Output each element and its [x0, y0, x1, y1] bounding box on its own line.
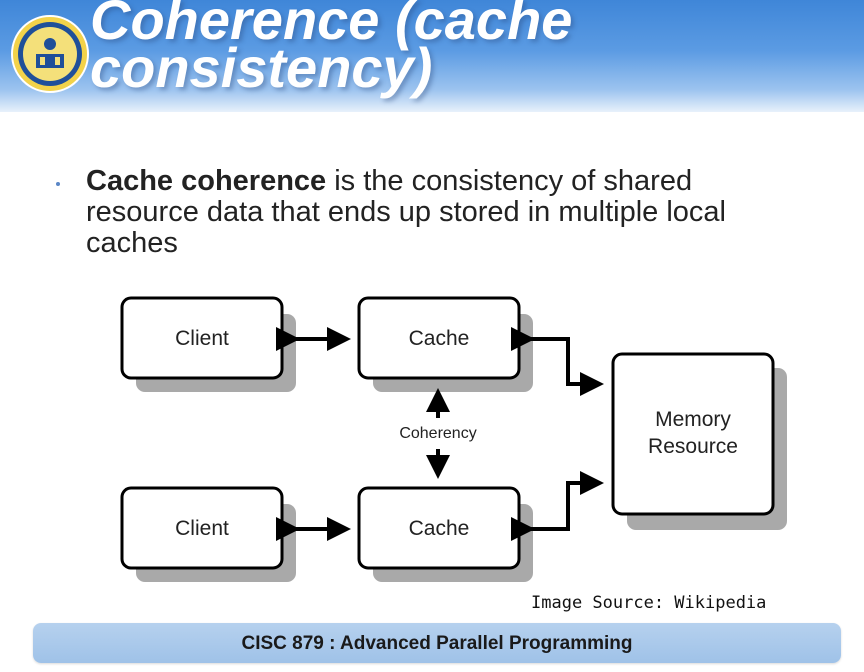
- bullet-dot-icon: [56, 182, 60, 186]
- cache-box-top: Cache: [357, 296, 521, 380]
- bullet-text: Cache coherence is the consistency of sh…: [86, 166, 806, 259]
- arrow-cache-memory-bottom: [511, 471, 604, 541]
- memory-resource-box: Memory Resource: [611, 352, 775, 516]
- coherency-label: Coherency: [399, 425, 476, 442]
- image-source-caption: Image Source: Wikipedia: [531, 593, 767, 613]
- cache-label-bottom: Cache: [409, 517, 470, 540]
- slide-title: Coherence (cache consistency): [90, 0, 573, 99]
- slide-title-line2: consistency): [90, 36, 433, 99]
- client-box-top: Client: [120, 296, 284, 380]
- client-label-bottom: Client: [175, 517, 229, 540]
- cache-label-top: Cache: [409, 327, 470, 350]
- university-logo: [11, 15, 89, 93]
- arrow-cache-memory-top: [511, 327, 604, 396]
- bullet-body: is the consistency of shared resource da…: [86, 165, 726, 259]
- memory-label-line2: Resource: [648, 435, 738, 458]
- client-box-bottom: Client: [120, 486, 284, 570]
- bullet-bold-term: Cache coherence: [86, 165, 327, 197]
- slide-footer: CISC 879 : Advanced Parallel Programming: [33, 623, 841, 663]
- client-label-top: Client: [175, 327, 229, 350]
- slide-header: Coherence (cache consistency): [0, 0, 864, 112]
- footer-course-title: CISC 879 : Advanced Parallel Programming: [241, 633, 633, 654]
- slide-title-line1: Coherence (cache: [90, 0, 573, 51]
- memory-label-line1: Memory: [655, 408, 731, 431]
- coherence-diagram: Client Cache Client Cache Memory Resourc…: [120, 296, 787, 582]
- cache-box-bottom: Cache: [357, 486, 521, 570]
